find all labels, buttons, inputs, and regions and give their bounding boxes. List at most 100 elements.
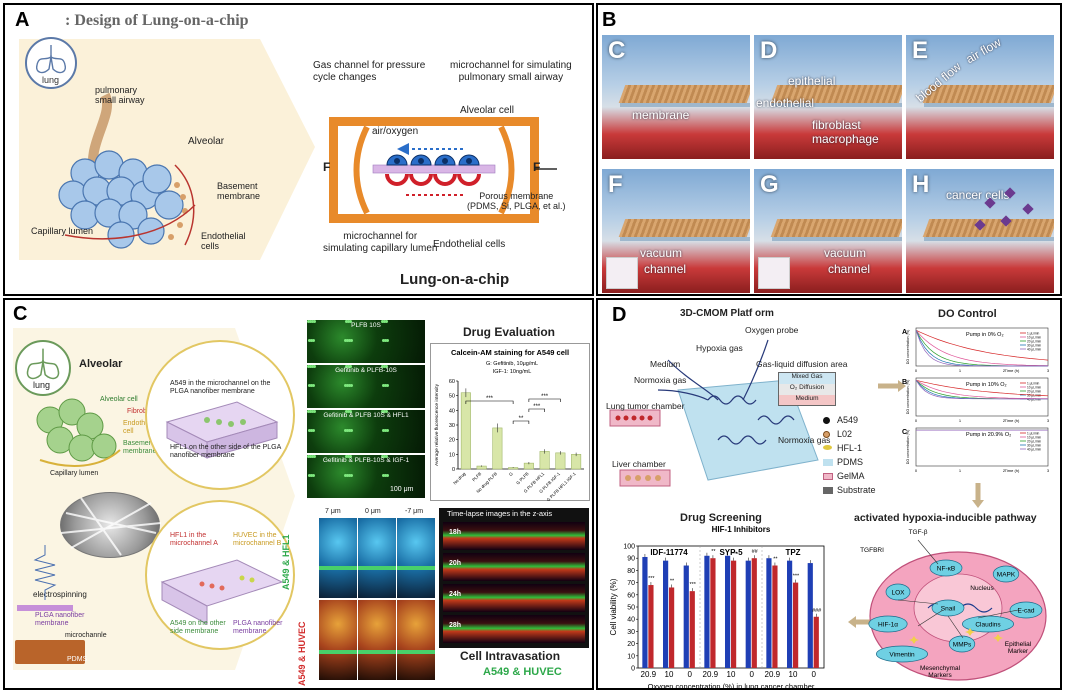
b-tile-inset-molecule bbox=[606, 257, 638, 289]
pathway-node-label: Claudins bbox=[975, 622, 1001, 629]
timelapse-time-label: 18h bbox=[449, 529, 462, 536]
b-tile-cell-layer bbox=[618, 219, 750, 237]
b-tile-letter: H bbox=[912, 171, 930, 198]
timelapse-time-label: 24h bbox=[449, 591, 462, 598]
z-stack-tile bbox=[319, 518, 357, 598]
micrograph-cell bbox=[308, 474, 311, 477]
label-a549-channel: A549 in the microchannel on the PLGA nan… bbox=[170, 380, 271, 396]
b-tile-letter: E bbox=[912, 37, 929, 64]
do-legend-label: 40 μL/min bbox=[1027, 348, 1041, 352]
b-tile-membrane bbox=[772, 103, 902, 107]
label-gas-liquid: Gas-liquid diffusion area bbox=[756, 359, 848, 369]
micrograph-label: Gefitinib & PLFB-10S bbox=[335, 367, 397, 374]
micrograph-label: Gefitinib & PLFB-10S & IGF-1 bbox=[322, 457, 410, 464]
micrograph-cell bbox=[386, 429, 389, 432]
do-subplot-letter: B bbox=[902, 379, 907, 386]
mixed-gas-label: Mixed Gas bbox=[779, 373, 835, 384]
do-subplot-title: Pump in 0% O₂ bbox=[966, 332, 1004, 338]
drug-screening-xtick-label: 10 bbox=[789, 670, 798, 679]
platform-legend-swatch bbox=[823, 487, 833, 494]
b-tile-label: endothelial bbox=[756, 96, 815, 110]
platform-legend-swatch bbox=[823, 417, 830, 424]
label-oxygen-probe: Oxygen probe bbox=[745, 325, 799, 335]
drug-screening-group-label: SYP-5 bbox=[719, 548, 743, 557]
micrograph-cell bbox=[344, 474, 347, 477]
pathway-arrow bbox=[917, 539, 939, 565]
calcein-sig-bracket bbox=[512, 420, 530, 424]
label-hypoxia-gas: Hypoxia gas bbox=[696, 343, 743, 353]
do-legend-label: 40 μL/min bbox=[1027, 398, 1041, 402]
timelapse-title: Time-lapse images in the z-axis bbox=[447, 509, 553, 518]
micrograph-cell bbox=[345, 410, 348, 413]
label-medium: Medium bbox=[650, 359, 681, 369]
pathway-title: activated hypoxia-inducible pathway bbox=[854, 512, 1037, 524]
drug-screening-ytick-label: 100 bbox=[623, 544, 635, 551]
drug-screening-bar bbox=[813, 616, 819, 668]
label-hfl1-other: HFL1 on the other side of the PLGA nanof… bbox=[170, 444, 282, 460]
b-tile-label: cancer cells bbox=[946, 188, 1010, 202]
z-stack-interface bbox=[319, 566, 357, 570]
drug-screening-ytick-label: 30 bbox=[627, 629, 635, 636]
do-legend-label: 30 μL/min bbox=[1027, 344, 1041, 348]
micrograph-cell bbox=[381, 455, 384, 458]
micrograph-cell bbox=[307, 365, 310, 368]
top-chip-circle bbox=[145, 340, 295, 490]
label-force-right: F bbox=[533, 160, 541, 174]
micrograph-tile: Gefitinib & PLFB-10S bbox=[307, 365, 425, 408]
panel-a: A : Design of Lung-on-a-chip lung pulmon… bbox=[3, 3, 594, 296]
micrograph-tile: PLFB 10S bbox=[307, 320, 425, 363]
calcein-bar bbox=[539, 451, 550, 470]
micrograph-cell bbox=[347, 365, 350, 368]
micrograph-cell bbox=[384, 429, 387, 432]
do-control-title: DO Control bbox=[938, 308, 997, 320]
z-stack-interface bbox=[358, 566, 396, 570]
platform-legend-label: L02 bbox=[837, 429, 853, 439]
micrograph-cell bbox=[310, 384, 313, 387]
drug-screening-xtick-label: 20.9 bbox=[641, 670, 657, 679]
drug-screening-group-label: TPZ bbox=[785, 548, 800, 557]
micrograph-cell bbox=[311, 410, 314, 413]
drug-screening-subtitle: HIF-1 Inhibitors bbox=[712, 525, 771, 534]
micrograph-cell bbox=[346, 429, 349, 432]
pathway-text-label: TGFBRI bbox=[860, 547, 884, 554]
micrograph-cell bbox=[348, 429, 351, 432]
do-legend-label: 1 μL/min bbox=[1027, 332, 1040, 336]
drug-screening-sig-label: ### bbox=[812, 608, 822, 614]
platform-legend-label: GelMA bbox=[837, 471, 865, 481]
calcein-category-label: PLFB bbox=[471, 471, 482, 482]
micrograph-cell bbox=[307, 455, 310, 458]
lung-icon-c: lung bbox=[15, 340, 71, 396]
lung-icon: lung bbox=[25, 37, 77, 89]
drug-screening-bar bbox=[807, 563, 813, 668]
label-alveolar-c: Alveolar bbox=[79, 358, 123, 370]
do-legend-label: 10 μL/min bbox=[1027, 386, 1041, 390]
do-subplot-letter: A bbox=[902, 329, 907, 336]
b-tile-membrane bbox=[772, 237, 902, 241]
label-capillary-c: Capillary lumen bbox=[50, 470, 99, 477]
b-tile-label: epithelial bbox=[788, 74, 836, 88]
pathway-node-label: MMPs bbox=[953, 642, 972, 649]
micrograph-cell bbox=[309, 410, 312, 413]
pathway-arrow bbox=[977, 609, 1019, 619]
side-label-bottom: A549 & HUVEC bbox=[297, 621, 307, 686]
drug-screening-sig-label: ** bbox=[773, 557, 778, 563]
label-microchannel-capillary: microchannel for simulating capillary lu… bbox=[323, 231, 438, 254]
micrograph-cell bbox=[382, 339, 385, 342]
calcein-sig-label: *** bbox=[533, 404, 541, 410]
lung-label: lung bbox=[42, 75, 60, 85]
calcein-sig-label: *** bbox=[541, 394, 549, 400]
do-xtick-label: 0 bbox=[915, 468, 918, 473]
calcein-bar bbox=[571, 454, 582, 470]
platform-legend-swatch bbox=[823, 445, 832, 450]
calcein-bar bbox=[460, 392, 471, 470]
drug-screening-xtick-label: 0 bbox=[749, 670, 754, 679]
drug-screening-ytick-label: 0 bbox=[631, 666, 635, 673]
b-tile-letter: C bbox=[608, 37, 626, 64]
micrograph-cell bbox=[313, 410, 316, 413]
micrograph-cell bbox=[308, 429, 311, 432]
micrograph-cell bbox=[381, 410, 384, 413]
micrograph-cell bbox=[308, 339, 311, 342]
